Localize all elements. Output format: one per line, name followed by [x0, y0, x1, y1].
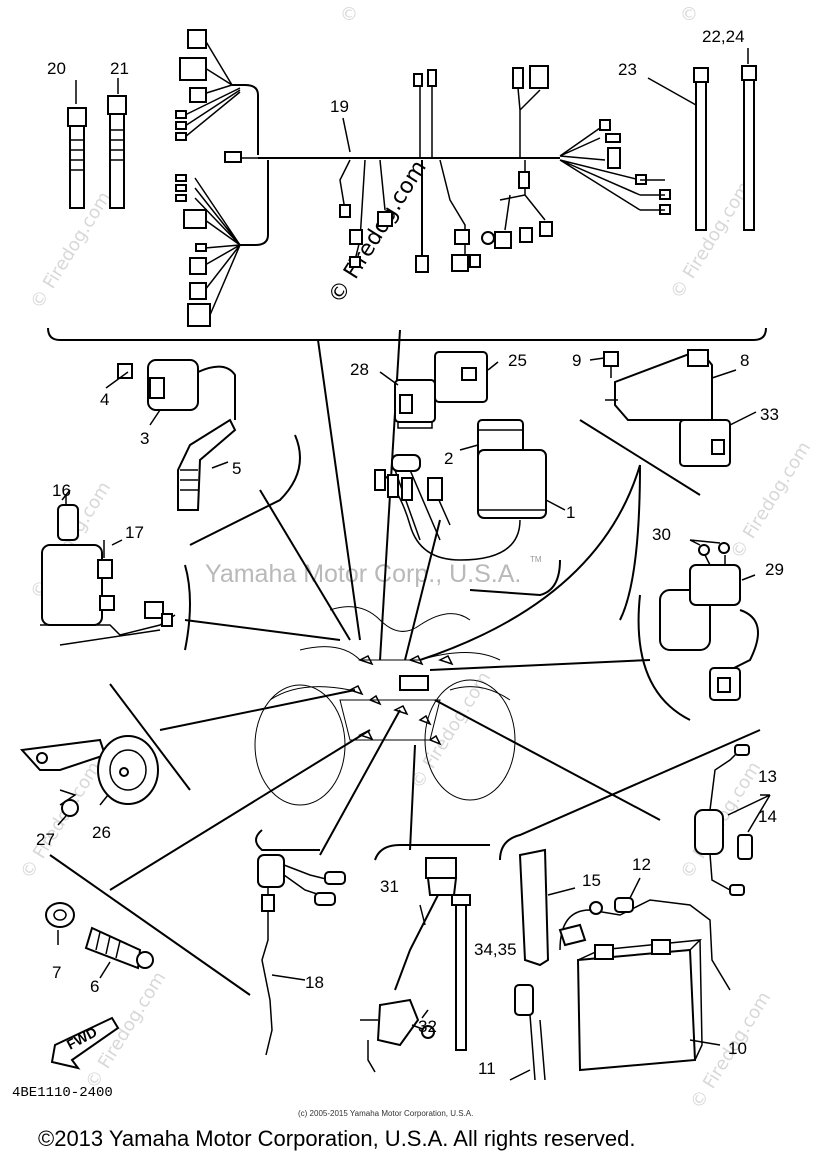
motorcycle-outline: [254, 606, 516, 806]
wire-harness-assembly: [175, 29, 671, 327]
callout-8: 8: [740, 351, 749, 370]
callout-26: 26: [92, 823, 111, 842]
callout-29: 29: [765, 560, 784, 579]
callout-15: 15: [582, 871, 601, 890]
callout-28: 28: [350, 360, 369, 379]
sidestand-switch: [360, 857, 471, 1073]
copyright-notice: ©2013 Yamaha Motor Corporation, U.S.A. A…: [38, 1126, 635, 1151]
callout-10: 10: [728, 1039, 747, 1058]
speed-sensor: [257, 854, 346, 1056]
small-copyright: (c) 2005-2015 Yamaha Motor Corporation, …: [298, 1109, 473, 1118]
site-watermark-faint: © Firedog.com: [726, 438, 814, 563]
callout-4: 4: [100, 390, 109, 409]
callout-14: 14: [758, 807, 777, 826]
corporate-watermark: Yamaha Motor Corp., U.S.A.: [205, 560, 521, 588]
neutral-switch: [45, 902, 154, 979]
callout-6: 6: [90, 977, 99, 996]
callout-17: 17: [125, 523, 144, 542]
group-brackets: [49, 419, 761, 996]
site-watermark-corner: ©: [680, 4, 698, 25]
fuse-holder: [694, 744, 771, 896]
harness-enclosure-curve: [47, 327, 767, 341]
callout-16: 16: [52, 481, 71, 500]
callout-12: 12: [632, 855, 651, 874]
callout-32: 32: [418, 1017, 437, 1036]
callout-33: 33: [760, 405, 779, 424]
voltage-regulator: [589, 348, 757, 467]
callout-5: 5: [232, 459, 241, 478]
callout-31: 31: [380, 877, 399, 896]
diagram-code: 4BE1110-2400: [12, 1085, 113, 1101]
callout-3: 3: [140, 429, 149, 448]
callout-11: 11: [478, 1059, 496, 1078]
callout-9: 9: [572, 351, 581, 370]
callout-labels: 20 21 19 23 22,24 4 3 5 28 25 2 1 9 8 33…: [36, 27, 784, 1078]
battery-assembly: [509, 848, 731, 1081]
callout-20: 20: [47, 59, 66, 78]
site-watermark-faint: © Firedog.com: [16, 758, 105, 883]
horn: [19, 735, 159, 826]
callout-1: 1: [566, 503, 575, 522]
leader-lines: [109, 329, 661, 891]
callout-19: 19: [330, 97, 349, 116]
cable-tie-20: [67, 80, 87, 209]
cable-tie-22-24: [741, 48, 757, 231]
callout-13: 13: [758, 767, 777, 786]
callout-30: 30: [652, 525, 671, 544]
callout-2: 2: [444, 449, 453, 468]
callout-27: 27: [36, 830, 55, 849]
main-switch: [40, 489, 176, 646]
callout-18: 18: [305, 973, 324, 992]
site-watermark-corner: ©: [340, 4, 358, 25]
callout-25: 25: [508, 351, 527, 370]
cable-tie-21: [107, 78, 127, 209]
fwd-arrow-icon: [50, 1016, 120, 1070]
starter-relay: [659, 539, 759, 701]
cable-ties: [67, 48, 757, 231]
callout-34-35: 34,35: [474, 940, 517, 959]
ignition-coil: [105, 359, 237, 511]
relays-and-cdi: [374, 351, 566, 561]
callout-22-24: 22,24: [702, 27, 745, 46]
site-watermark-faint: © Firedog.com: [666, 178, 755, 303]
trademark-mark: TM: [530, 555, 542, 564]
callout-21: 21: [110, 59, 129, 78]
callout-7: 7: [52, 963, 61, 982]
cable-tie-23: [647, 67, 709, 231]
callout-23: 23: [618, 60, 637, 79]
